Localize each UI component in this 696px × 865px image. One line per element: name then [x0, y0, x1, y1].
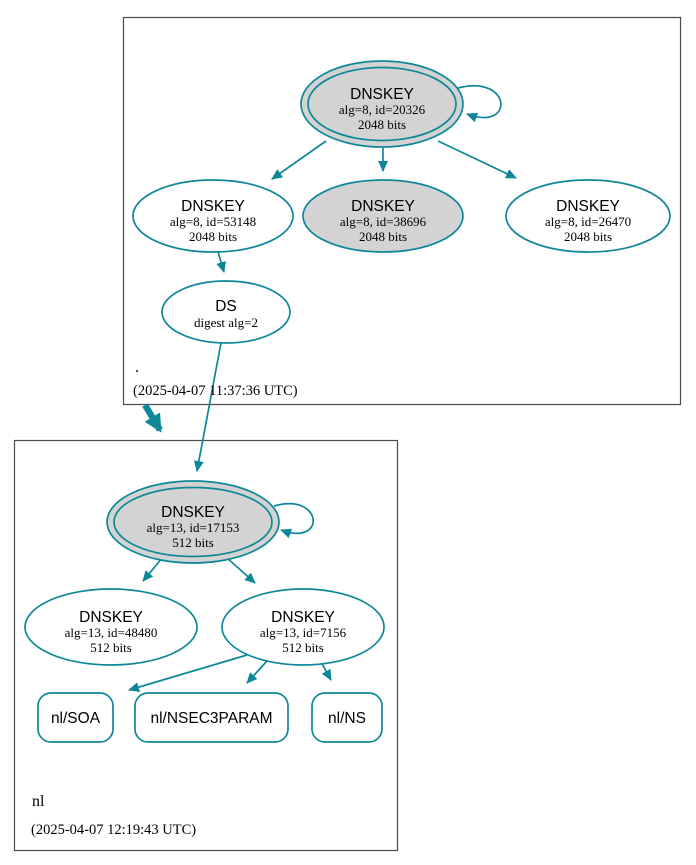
node-zsk-38696-detail: alg=8, id=38696: [340, 214, 427, 229]
node-zsk-38696-title: DNSKEY: [351, 198, 415, 215]
edge-root-ksk-to-zsk-26470-arrow: [437, 140, 517, 179]
zone-timestamp-root: (2025-04-07 11:37:36 UTC): [133, 383, 298, 399]
node-zsk-53148-detail: alg=8, id=53148: [170, 214, 256, 229]
node-root-ksk-title: DNSKEY: [350, 86, 414, 103]
node-zsk-53148-bits: 2048 bits: [189, 229, 237, 244]
node-root-zsk-26470[interactable]: DNSKEY alg=8, id=26470 2048 bits: [505, 179, 671, 253]
node-root-ksk-20326[interactable]: DNSKEY alg=8, id=20326 2048 bits: [300, 60, 464, 148]
node-zsk-53148-title: DNSKEY: [181, 198, 245, 215]
edge-zsk-53148-to-ds-arrow: [216, 251, 226, 273]
node-nl-ksk-detail: alg=13, id=17153: [147, 520, 240, 535]
edge-nl-ksk-self-sign-arrow: [273, 503, 315, 539]
edge-nl-ksk-to-zsk-48480-arrow: [142, 556, 164, 582]
node-zsk-48480-bits: 512 bits: [90, 640, 132, 655]
node-zsk-26470-title: DNSKEY: [556, 198, 620, 215]
edge-root-ksk-to-zsk-53148-arrow: [271, 140, 327, 180]
node-zsk-48480-detail: alg=13, id=48480: [65, 625, 158, 640]
node-nl-zsk-7156[interactable]: DNSKEY alg=13, id=7156 512 bits: [221, 588, 385, 666]
edge-zsk-7156-to-nsec3param-arrow: [246, 660, 268, 684]
edge-root-to-nl-delegation-arrow: [142, 403, 163, 433]
rrset-nl-ns-label: nl/NS: [328, 710, 366, 727]
node-ds-detail: digest alg=2: [194, 315, 258, 330]
node-nl-ksk-bits: 512 bits: [172, 535, 214, 550]
edge-nl-ksk-to-zsk-7156-arrow: [225, 556, 256, 584]
edge-zsk-7156-to-ns-arrow: [320, 661, 332, 681]
node-zsk-7156-title: DNSKEY: [271, 609, 335, 626]
node-rrset-nl-ns[interactable]: nl/NS: [311, 692, 383, 743]
rrset-nl-nsec3param-label: nl/NSEC3PARAM: [150, 710, 272, 727]
node-root-ksk-bits: 2048 bits: [358, 117, 406, 132]
node-nl-zsk-48480[interactable]: DNSKEY alg=13, id=48480 512 bits: [24, 588, 198, 666]
node-zsk-26470-bits: 2048 bits: [564, 229, 612, 244]
zone-timestamp-nl: (2025-04-07 12:19:43 UTC): [31, 822, 196, 838]
node-rrset-nl-nsec3param[interactable]: nl/NSEC3PARAM: [134, 692, 289, 743]
node-root-zsk-53148[interactable]: DNSKEY alg=8, id=53148 2048 bits: [132, 179, 294, 253]
node-nl-ksk-title: DNSKEY: [161, 504, 225, 521]
node-zsk-26470-detail: alg=8, id=26470: [545, 214, 631, 229]
node-zsk-7156-bits: 512 bits: [282, 640, 324, 655]
zone-label-nl: nl: [32, 793, 45, 810]
node-rrset-nl-soa[interactable]: nl/SOA: [37, 692, 114, 743]
node-root-ds[interactable]: DS digest alg=2: [161, 280, 291, 344]
edge-root-ksk-self-sign-arrow: [457, 85, 502, 123]
node-zsk-7156-detail: alg=13, id=7156: [260, 625, 347, 640]
edge-zsk-7156-to-soa-arrow: [128, 654, 248, 692]
node-root-zsk-38696[interactable]: DNSKEY alg=8, id=38696 2048 bits: [302, 179, 464, 253]
node-ds-title: DS: [215, 298, 237, 315]
edge-ds-to-nl-ksk-arrow: [193, 342, 222, 472]
node-zsk-38696-bits: 2048 bits: [359, 229, 407, 244]
node-root-ksk-detail: alg=8, id=20326: [339, 102, 426, 117]
node-nl-ksk-17153[interactable]: DNSKEY alg=13, id=17153 512 bits: [106, 480, 280, 564]
zone-label-root: .: [135, 359, 139, 376]
node-zsk-48480-title: DNSKEY: [79, 609, 143, 626]
rrset-nl-soa-label: nl/SOA: [51, 710, 101, 727]
